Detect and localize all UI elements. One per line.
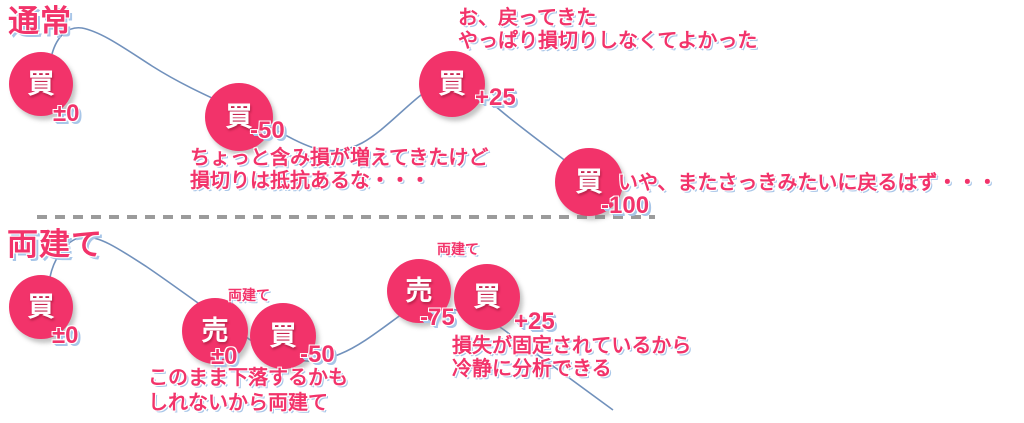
- trade-node-hedge-entry: 買: [9, 275, 73, 339]
- comment-line: 損失が固定されているから: [452, 335, 692, 357]
- pnl-value-pair2-sell: -75: [420, 304, 455, 331]
- trade-node-pair1-buy: 買: [250, 303, 316, 369]
- comment-loss-fixed: 損失が固定されているから 冷静に分析できる: [452, 335, 691, 381]
- pnl-value-normal-2: -50: [250, 117, 285, 144]
- comment-line: 冷静に分析できる: [452, 358, 612, 380]
- buy-badge-label: 買: [27, 291, 55, 322]
- trade-node-pair1-sell: 売: [182, 298, 248, 364]
- comment-line: いや、またさっきみたいに戻るはず・・・: [618, 172, 998, 194]
- comment-line: ちょっと含み損が増えてきたけど: [190, 147, 489, 169]
- pnl-value-normal-1: ±0: [53, 100, 80, 127]
- trade-node-normal-3: 買: [419, 51, 485, 117]
- section-title-hedge: 両建て: [7, 227, 103, 262]
- comment-line: このまま下落するかも: [148, 367, 348, 389]
- trade-node-normal-4: 買: [555, 148, 623, 216]
- buy-badge-label: 買: [575, 166, 603, 197]
- trade-node-normal-1: 買: [9, 52, 73, 116]
- pnl-value-hedge-entry: ±0: [52, 322, 79, 349]
- pair-tag-2: 両建て: [437, 241, 479, 257]
- pnl-value-normal-3: +25: [475, 84, 516, 111]
- comment-line: お、戻ってきた: [458, 7, 597, 29]
- section-title-normal: 通常: [8, 4, 72, 39]
- comment-line: やっぱり損切りしなくてよかった: [458, 30, 758, 52]
- comment-holding-loss: ちょっと含み損が増えてきたけど 損切りは抵抗あるな・・・: [190, 147, 488, 193]
- buy-badge-label: 買: [225, 101, 253, 132]
- trade-node-pair2-sell: 売: [387, 259, 451, 323]
- buy-badge-label: 買: [473, 281, 501, 312]
- pnl-value-pair1-buy: -50: [300, 341, 335, 368]
- comment-line: 損切りは抵抗あるな・・・: [190, 170, 430, 192]
- buy-badge-label: 買: [27, 68, 55, 99]
- pnl-value-pair1-sell: ±0: [211, 343, 238, 370]
- pnl-value-pair2-buy: +25: [514, 308, 555, 335]
- comment-hope-for-recovery: いや、またさっきみたいに戻るはず・・・: [618, 172, 997, 195]
- comment-hedge-reason: このまま下落するかも しれないから両建て: [148, 366, 348, 416]
- buy-badge-label: 買: [438, 68, 466, 99]
- sell-badge-label: 売: [405, 275, 433, 306]
- pair-tag-1: 両建て: [228, 287, 270, 303]
- trade-node-normal-2: 買: [205, 83, 273, 151]
- comment-price-recovered: お、戻ってきた やっぱり損切りしなくてよかった: [458, 7, 757, 53]
- buy-badge-label: 買: [269, 320, 297, 351]
- trade-node-pair2-buy: 買: [454, 264, 520, 330]
- pnl-value-normal-4: -100: [601, 192, 650, 219]
- sell-badge-label: 売: [201, 315, 229, 346]
- comment-line: しれないから両建て: [148, 392, 328, 414]
